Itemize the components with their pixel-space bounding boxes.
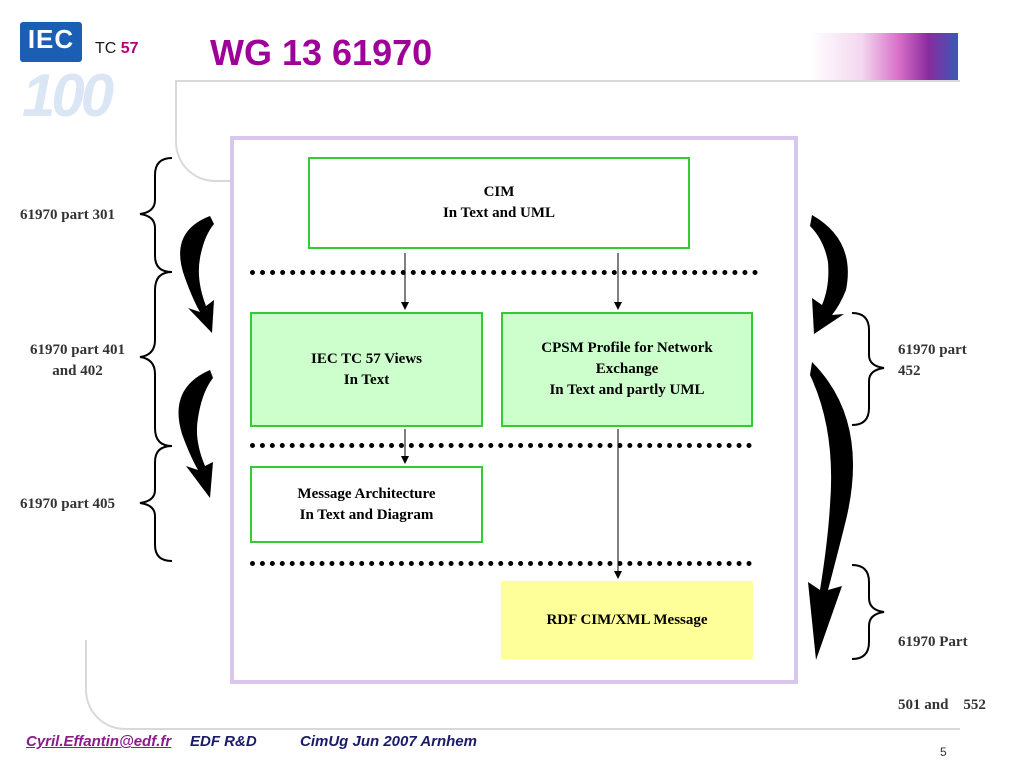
label-line: 61970 part 301	[20, 207, 115, 223]
tc-label: TC 57	[95, 40, 139, 58]
cpsm-box: CPSM Profile for Network Exchange In Tex…	[501, 312, 753, 427]
box-line: In Text and Diagram	[299, 506, 434, 523]
curved-arrow-right-upper	[810, 215, 848, 334]
label-line: 61970 part 405	[20, 496, 115, 512]
box-line: Exchange	[595, 361, 659, 377]
label-line: 452	[898, 363, 921, 379]
label-part-501-552: 61970 Part 501 and 552	[898, 590, 986, 737]
brace-part-405	[139, 445, 173, 562]
curved-arrow-left-lower	[178, 370, 213, 498]
frame-curve-bottom-left	[85, 640, 207, 730]
label-line: 61970 part	[898, 342, 967, 358]
slide-title: WG 13 61970	[210, 32, 433, 73]
box-line: RDF CIM/XML Message	[546, 611, 708, 628]
box-line: CPSM Profile for Network	[541, 340, 713, 356]
brace-part-452	[851, 312, 885, 426]
box-line: IEC TC 57 Views	[311, 350, 422, 367]
frame-curve-top-left	[175, 80, 277, 182]
label-part-405: 61970 part 405	[20, 494, 115, 515]
label-line: 61970 Part	[898, 634, 968, 650]
cim-box: CIM In Text and UML	[308, 157, 690, 249]
footer-email-link[interactable]: Cyril.Effantin@edf.fr	[26, 733, 172, 750]
brace-part-501	[851, 564, 885, 660]
message-architecture-box: Message Architecture In Text and Diagram	[250, 466, 483, 543]
iec-logo	[20, 22, 82, 62]
tc-prefix: TC	[95, 40, 117, 57]
iec-100-logo: 100	[22, 62, 114, 129]
footer-event: CimUg Jun 2007 Arnhem	[300, 733, 477, 750]
curved-arrow-right-lower	[808, 362, 854, 660]
header-decorative-image	[810, 33, 958, 81]
label-part-301: 61970 part 301	[20, 205, 115, 226]
label-line: and 402	[52, 363, 103, 379]
box-line: In Text	[343, 371, 390, 388]
label-line: 61970 part 401	[30, 342, 125, 358]
rdf-message-box: RDF CIM/XML Message	[501, 581, 753, 659]
box-line: In Text and UML	[442, 205, 556, 221]
curved-arrow-left-upper	[180, 216, 214, 333]
separator-line	[250, 443, 752, 448]
label-part-401-402: 61970 part 401 and 402	[20, 340, 135, 382]
tc-number: 57	[120, 40, 139, 57]
brace-part-401	[139, 271, 173, 447]
box-line: In Text and partly UML	[549, 382, 705, 398]
label-part-452: 61970 part 452	[898, 340, 967, 382]
frame-line-top	[175, 80, 960, 82]
footer-organization: EDF R&D	[190, 733, 257, 750]
frame-line-bottom	[205, 728, 960, 730]
separator-line	[250, 561, 752, 566]
iec-logo-text: IEC	[27, 24, 75, 54]
box-line: CIM	[483, 184, 515, 200]
separator-line	[250, 270, 758, 275]
brace-part-301	[139, 157, 173, 273]
iec-views-box: IEC TC 57 Views In Text	[250, 312, 483, 427]
box-line: Message Architecture	[297, 485, 436, 502]
page-number: 5	[940, 745, 947, 759]
label-line: 501 and 552	[898, 697, 986, 713]
